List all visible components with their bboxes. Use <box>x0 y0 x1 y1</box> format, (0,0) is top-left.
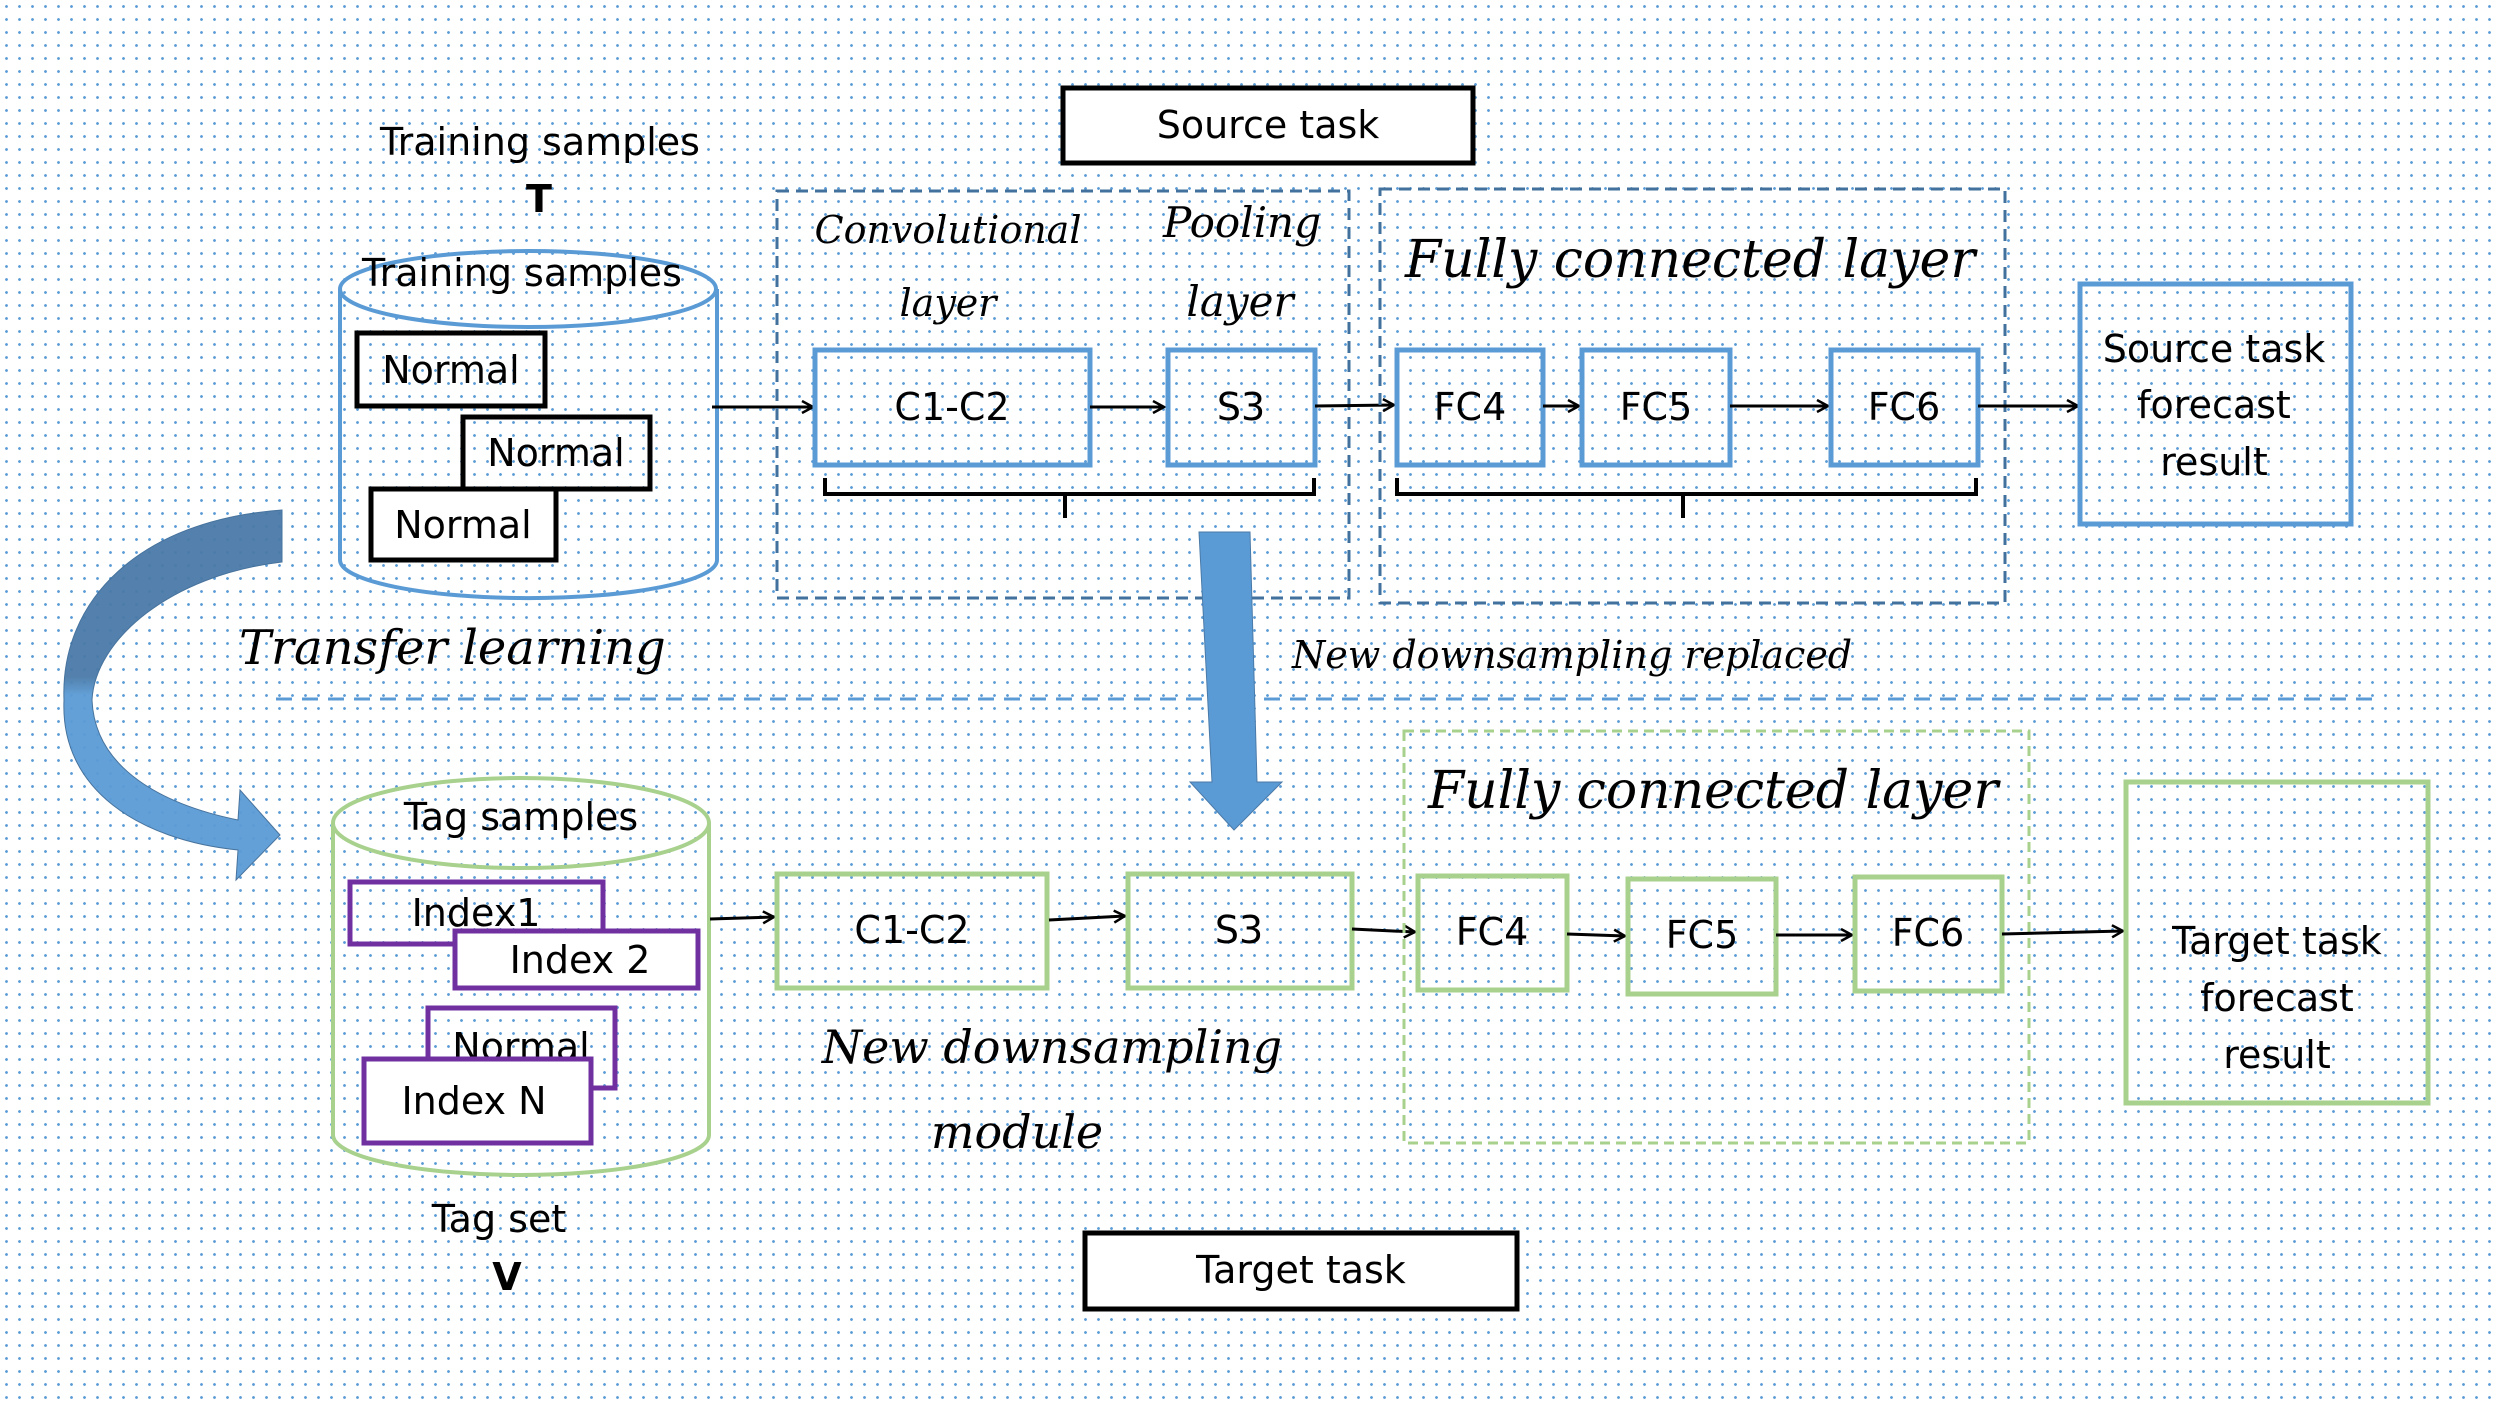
target-task-label: Target task <box>1195 1248 1406 1292</box>
svg-text:C1-C2: C1-C2 <box>854 908 969 952</box>
tag-set-symbol: V <box>492 1255 522 1299</box>
source-block-fc5: FC5 <box>1579 347 1733 468</box>
arrow-target-c1c2-to-s3 <box>1048 916 1125 920</box>
target-block-fc6: FC6 <box>1852 874 2005 994</box>
new-downsampling-module-label-1: New downsampling <box>821 1020 1282 1074</box>
svg-text:C1-C2: C1-C2 <box>894 385 1009 429</box>
svg-text:Target task: Target task <box>2171 919 2382 963</box>
pool-layer-title-1: Pooling <box>1162 198 1321 247</box>
source-fc-title: Fully connected layer <box>1404 230 1978 290</box>
arrow-target-fc4-to-fc5 <box>1566 934 1625 936</box>
svg-text:forecast: forecast <box>2137 383 2291 427</box>
source-block-fc4: FC4 <box>1394 347 1546 468</box>
target-block-c1-c2: C1-C2 <box>774 871 1050 991</box>
transfer-curved-arrow <box>63 509 283 882</box>
transfer-learning-label: Transfer learning <box>239 620 666 676</box>
pool-layer-title-2: layer <box>1186 277 1296 326</box>
arrow-s3-to-fc4 <box>1314 405 1394 406</box>
source-task-box <box>1060 85 1476 166</box>
target-task-box <box>1082 1230 1520 1312</box>
cylinder-label-tag: Tag samples <box>403 795 638 839</box>
new-downsampling-module-label-2: module <box>931 1105 1103 1159</box>
svg-text:Index 2: Index 2 <box>510 938 651 982</box>
arrow-tag-cylinder-to-conv <box>709 917 774 919</box>
arrow-target-s3-to-fc4 <box>1351 929 1415 932</box>
target-sample-index2: Index 2 <box>452 928 701 991</box>
svg-text:FC6: FC6 <box>1892 911 1965 955</box>
source-sample-normal-2: Normal <box>460 414 653 492</box>
conv-layer-title-1: Convolutional <box>815 208 1082 252</box>
new-downsampling-replaced-label: New downsampling replaced <box>1291 633 1852 677</box>
source-sample-normal-1: Normal <box>354 330 548 409</box>
svg-text:FC5: FC5 <box>1666 913 1739 957</box>
tag-set-caption: Tag set <box>431 1197 566 1241</box>
training-samples-cylinder <box>338 249 719 601</box>
svg-text:result: result <box>2160 440 2268 484</box>
svg-text:FC4: FC4 <box>1434 385 1507 429</box>
svg-text:FC5: FC5 <box>1620 385 1693 429</box>
source-block-c1-c2: C1-C2 <box>812 347 1093 468</box>
svg-text:Normal: Normal <box>394 503 532 547</box>
conv-pool-group <box>775 189 1351 600</box>
target-fc-group <box>1402 729 2031 1145</box>
downsampling-replace-arrow <box>1188 531 1284 831</box>
source-block-s3: S3 <box>1165 347 1318 468</box>
svg-text:FC4: FC4 <box>1456 910 1529 954</box>
svg-text:S3: S3 <box>1217 385 1265 429</box>
svg-text:Index N: Index N <box>401 1079 546 1123</box>
target-sample-index-n: Index N <box>361 1056 594 1146</box>
svg-text:S3: S3 <box>1215 908 1263 952</box>
conv-pool-brace <box>823 478 1316 518</box>
source-fc-group <box>1378 187 2007 605</box>
target-fc-title: Fully connected layer <box>1427 761 2001 821</box>
svg-text:forecast: forecast <box>2200 976 2354 1020</box>
target-result-box: Target task forecast result <box>2123 779 2431 1106</box>
source-task-label: Source task <box>1157 103 1380 147</box>
training-set-symbol: T <box>526 177 552 221</box>
svg-text:result: result <box>2223 1033 2331 1077</box>
target-block-fc5: FC5 <box>1625 876 1779 997</box>
conv-layer-title-2: layer <box>900 281 1000 325</box>
svg-text:Normal: Normal <box>382 348 520 392</box>
tag-samples-cylinder <box>331 776 711 1177</box>
svg-text:Source task: Source task <box>2103 327 2326 371</box>
source-result-box: Source task forecast result <box>2077 281 2354 527</box>
svg-text:Index1: Index1 <box>412 891 541 935</box>
cylinder-label-training: Training samples <box>361 251 682 295</box>
svg-text:FC6: FC6 <box>1868 385 1941 429</box>
arrow-target-fc6-to-result <box>2001 931 2123 934</box>
target-block-fc4: FC4 <box>1415 873 1570 993</box>
svg-text:Normal: Normal <box>487 431 625 475</box>
target-block-s3: S3 <box>1125 871 1355 991</box>
source-block-fc6: FC6 <box>1828 347 1981 468</box>
training-samples-caption: Training samples <box>379 120 700 164</box>
source-sample-normal-3: Normal <box>368 486 559 563</box>
fc-brace <box>1395 478 1978 518</box>
